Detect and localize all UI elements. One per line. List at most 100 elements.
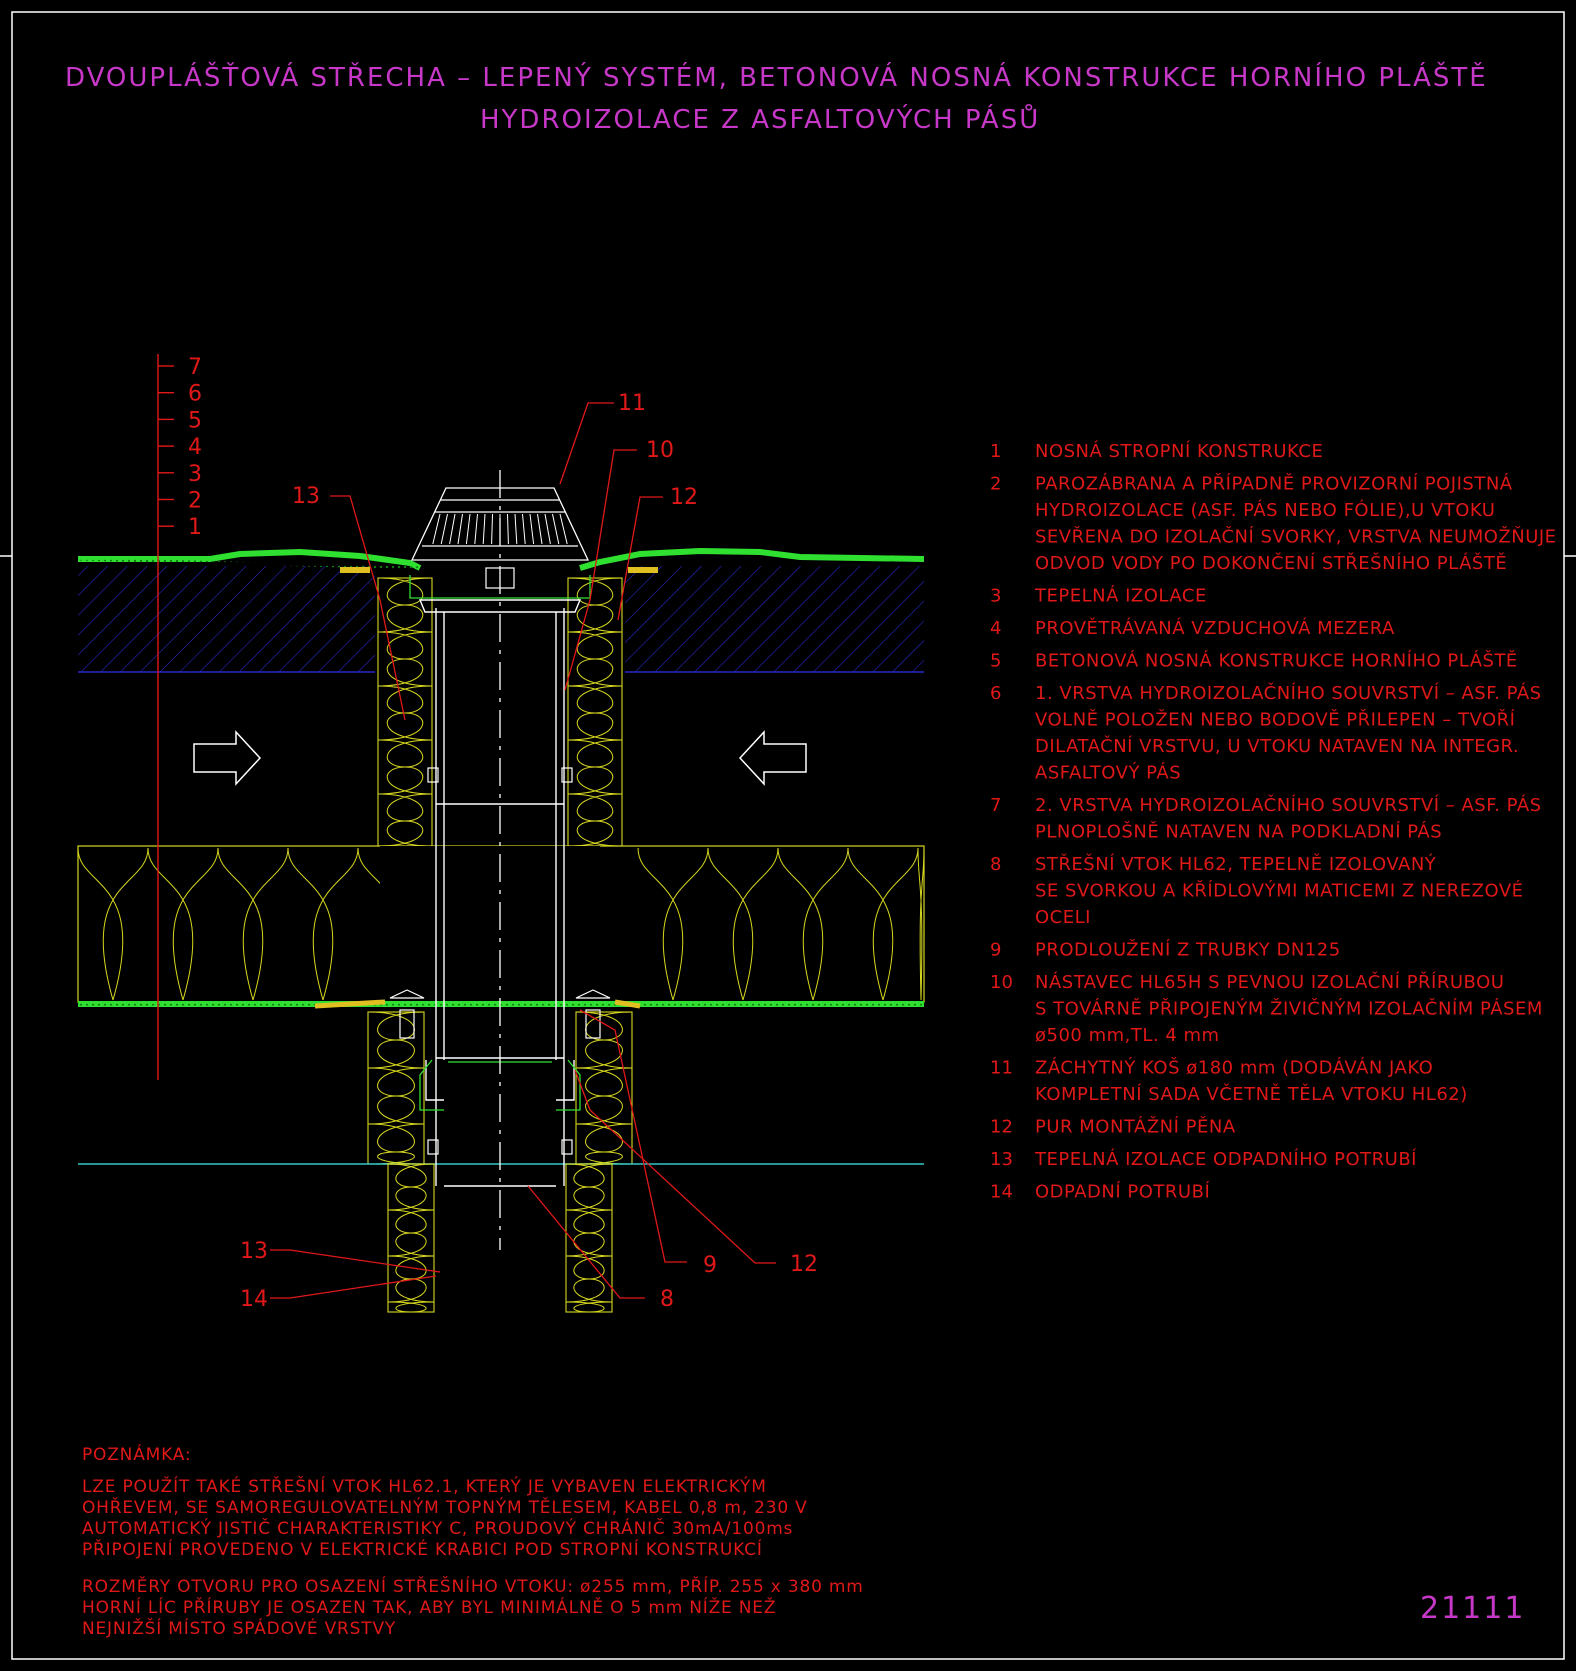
layer-scale-number: 4 — [188, 435, 202, 460]
legend-text: ODPADNÍ POTRUBÍ — [1035, 1181, 1210, 1203]
downpipe-insulation-left-waves — [387, 1163, 435, 1313]
legend-text: ASFALTOVÝ PÁS — [1035, 762, 1181, 784]
note-text: AUTOMATICKÝ JISTIČ CHARAKTERISTIKY C, PR… — [82, 1517, 793, 1539]
strainer-rib — [432, 513, 441, 545]
legend-number: 8 — [990, 854, 1001, 875]
flange-right — [628, 567, 658, 573]
strainer-basket — [410, 487, 590, 561]
legend-number: 7 — [990, 795, 1001, 816]
legend-text: PLNOPLOŠNĚ NATAVEN NA PODKLADNÍ PÁS — [1035, 821, 1442, 843]
legend-number: 3 — [990, 586, 1001, 607]
strainer-ribs — [432, 513, 568, 545]
legend: 1 NOSNÁ STROPNÍ KONSTRUKCE 2 PAROZÁBRANA A … — [990, 440, 1557, 1203]
insulation-opening — [380, 846, 600, 1002]
layer-scale-number: 2 — [188, 489, 202, 514]
legend-text: PRODLOUŽENÍ Z TRUBKY DN125 — [1035, 939, 1341, 961]
callout-12-bottom: 12 — [790, 1252, 818, 1277]
legend-text: SE SVORKOU A KŘÍDLOVÝMI MATICEMI Z NEREZ… — [1035, 880, 1524, 902]
legend-number: 1 — [990, 441, 1001, 462]
legend-number: 10 — [990, 972, 1013, 993]
callout-8: 8 — [660, 1287, 674, 1312]
legend-text: NÁSTAVEC HL65H S PEVNOU IZOLAČNÍ PŘÍRUBO… — [1035, 971, 1504, 993]
legend-text: PAROZÁBRANA A PŘÍPADNĚ PROVIZORNÍ POJIST… — [1035, 473, 1513, 495]
legend-text: TEPELNÁ IZOLACE ODPADNÍHO POTRUBÍ — [1034, 1148, 1417, 1170]
drawing-code: 21111 — [1420, 1591, 1525, 1626]
note-heading: POZNÁMKA: — [82, 1443, 191, 1465]
legend-number: 14 — [990, 1182, 1013, 1203]
thermal-insulation-waves — [77, 846, 925, 1002]
layer-scale-number: 7 — [188, 355, 202, 380]
strainer-rib — [457, 513, 463, 545]
legend-number: 13 — [990, 1149, 1013, 1170]
legend-text: S TOVÁRNĚ PŘIPOJENÝM ŽIVIČNÝM IZOLAČNÍM … — [1035, 998, 1543, 1020]
legend-text: ZÁCHYTNÝ KOŠ ø180 mm (DODÁVÁN JAKO — [1035, 1057, 1433, 1079]
strainer-rib — [522, 513, 526, 545]
callout-9: 9 — [703, 1253, 717, 1278]
note-text: PŘIPOJENÍ PROVEDENO V ELEKTRICKÉ KRABICI… — [82, 1538, 763, 1560]
legend-text: BETONOVÁ NOSNÁ KONSTRUKCE HORNÍHO PLÁŠTĚ — [1035, 650, 1518, 672]
legend-number: 11 — [990, 1058, 1013, 1079]
callout-13-top: 13 — [292, 484, 320, 509]
legend-text: SEVŘENA DO IZOLAČNÍ SVORKY, VRSTVA NEUMO… — [1035, 526, 1557, 548]
lower-insulation-left-outline — [367, 1011, 425, 1165]
leader-lines — [270, 402, 776, 1299]
layer-scale-number: 3 — [188, 462, 202, 487]
legend-number: 5 — [990, 651, 1001, 672]
basket-stem — [485, 567, 515, 589]
layer-scale-number: 5 — [188, 408, 202, 433]
downpipe-insulation — [387, 1163, 613, 1313]
downpipe-insulation-right-waves — [565, 1163, 613, 1313]
legend-text: 1. VRSTVA HYDROIZOLAČNÍHO SOUVRSTVÍ – AS… — [1035, 682, 1542, 704]
strainer-rib — [544, 513, 551, 545]
strainer-rib — [465, 513, 471, 545]
note-text: OHŘEVEM, SE SAMOREGULOVATELNÝM TOPNÝM TĚ… — [82, 1496, 808, 1518]
legend-text: ø500 mm,TL. 4 mm — [1035, 1025, 1220, 1046]
flange-left — [340, 567, 370, 573]
legend-text: STŘEŠNÍ VTOK HL62, TEPELNĚ IZOLOVANÝ — [1035, 853, 1437, 875]
strainer-rib — [449, 513, 456, 545]
legend-number: 4 — [990, 618, 1001, 639]
strainer-rib — [482, 513, 486, 545]
title-line-1: DVOUPLÁŠŤOVÁ STŘECHA – LEPENÝ SYSTÉM, BE… — [65, 61, 1488, 93]
strainer-rib — [514, 513, 518, 545]
drawing-frame — [11, 11, 1565, 1660]
legend-text: TEPELNÁ IZOLACE — [1034, 585, 1207, 607]
strainer-rib — [529, 513, 535, 545]
layer-scale-number: 6 — [188, 382, 202, 407]
note-text: ROZMĚRY OTVORU PRO OSAZENÍ STŘEŠNÍHO VTO… — [82, 1575, 864, 1597]
strainer-rib — [507, 513, 509, 545]
upper-insulation-left-waves — [377, 577, 433, 847]
legend-text: KOMPLETNÍ SADA VČETNĚ TĚLA VTOKU HL62) — [1035, 1083, 1468, 1105]
legend-text: NOSNÁ STROPNÍ KONSTRUKCE — [1035, 440, 1323, 462]
legend-text: PUR MONTÁŽNÍ PĚNA — [1035, 1116, 1236, 1138]
legend-text: 2. VRSTVA HYDROIZOLAČNÍHO SOUVRSTVÍ – AS… — [1035, 794, 1542, 816]
strainer-rib — [474, 513, 478, 545]
upper-membrane-left — [78, 548, 422, 571]
downpipe-insulation-left-outline — [387, 1163, 435, 1313]
airflow-arrow-right-icon — [193, 730, 262, 786]
lower-flange-left — [314, 999, 386, 1009]
strainer-rib — [440, 513, 448, 545]
legend-text: OCELI — [1035, 907, 1091, 928]
callout-10: 10 — [646, 438, 674, 463]
strainer-rib — [552, 513, 560, 545]
legend-number: 2 — [990, 474, 1001, 495]
note-text: LZE POUŽÍT TAKÉ STŘEŠNÍ VTOK HL62.1, KTE… — [82, 1475, 767, 1497]
strainer-rib — [491, 513, 493, 545]
legend-text: ODVOD VODY PO DOKONČENÍ STŘEŠNÍHO PLÁŠTĚ — [1035, 552, 1507, 574]
callout-13-bottom: 13 — [240, 1239, 268, 1264]
lower-flange-right — [614, 999, 641, 1009]
clamps — [389, 767, 611, 1155]
drain-body — [418, 599, 582, 1187]
callout-11: 11 — [618, 391, 646, 416]
lower-insulation-left-waves — [367, 1011, 425, 1165]
legend-text: PROVĚTRÁVANÁ VZDUCHOVÁ MEZERA — [1035, 617, 1395, 639]
upper-membrane-right — [579, 547, 925, 571]
upper-membrane-left-dots — [77, 557, 421, 570]
legend-number: 12 — [990, 1117, 1013, 1138]
strainer-rib — [559, 513, 568, 545]
legend-text: DILATAČNÍ VRSTVU, U VTOKU NATAVEN NA INT… — [1035, 735, 1519, 757]
strainer-rib — [537, 513, 543, 545]
